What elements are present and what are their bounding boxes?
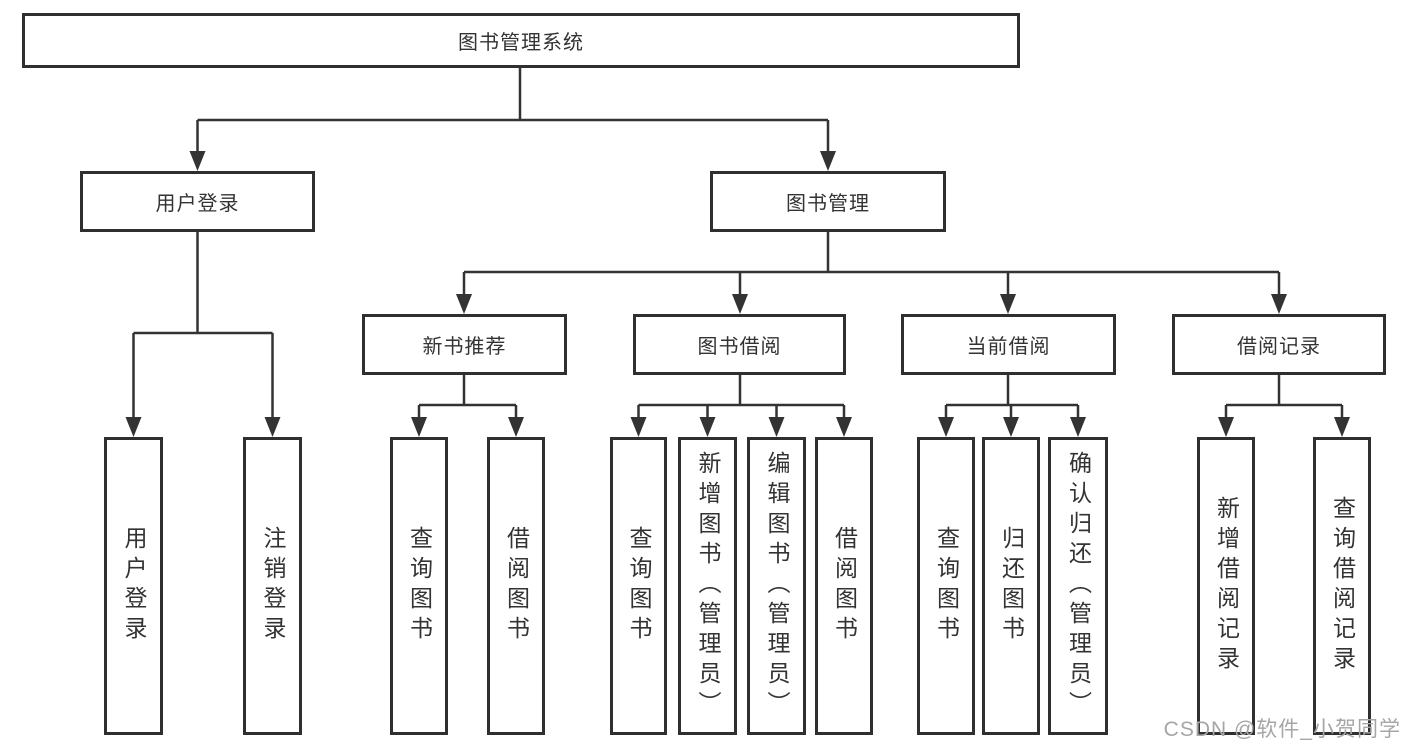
node-book-borrowing: 图书借阅 xyxy=(633,314,846,375)
connector-root xyxy=(196,68,830,155)
leaf-user-login: 用户登录 xyxy=(104,437,163,735)
arrow-icon xyxy=(1070,417,1086,437)
arrow-icon xyxy=(508,417,524,437)
leaf-query-books-3: 查询图书 xyxy=(917,437,975,735)
arrow-icon xyxy=(456,294,472,314)
leaf-return-book: 归还图书 xyxy=(982,437,1040,735)
arrow-icon xyxy=(125,417,142,437)
arrow-icon xyxy=(938,417,954,437)
connector-book-management xyxy=(462,232,1281,298)
connector-borrowing-records xyxy=(1224,375,1344,421)
arrow-icon xyxy=(1000,294,1016,314)
arrow-icon xyxy=(820,151,836,171)
leaf-query-books-1: 查询图书 xyxy=(390,437,448,735)
connector-user-login xyxy=(132,232,274,421)
arrow-icon xyxy=(1334,417,1350,437)
arrow-icon xyxy=(768,417,785,437)
leaf-add-borrow-record: 新增借阅记录 xyxy=(1197,437,1255,735)
leaf-borrow-books-1: 借阅图书 xyxy=(487,437,545,735)
watermark: CSDN @软件_小贺同学 xyxy=(1163,718,1401,741)
arrow-icon xyxy=(699,417,716,437)
node-user-login: 用户登录 xyxy=(80,171,315,232)
arrow-icon xyxy=(1271,294,1287,314)
arrow-icon xyxy=(1003,417,1019,437)
connector-book-borrowing xyxy=(637,375,846,421)
leaf-query-books-2: 查询图书 xyxy=(610,437,667,735)
connector-current-borrowing xyxy=(944,375,1080,421)
leaf-logout: 注销登录 xyxy=(243,437,302,735)
arrow-icon xyxy=(189,151,206,171)
connector-new-book xyxy=(417,375,518,421)
leaf-add-book-admin: 新增图书（管理员） xyxy=(678,437,737,735)
node-current-borrowing: 当前借阅 xyxy=(901,314,1116,375)
leaf-query-borrow-record: 查询借阅记录 xyxy=(1313,437,1371,735)
node-book-management: 图书管理 xyxy=(710,171,946,232)
node-borrowing-records: 借阅记录 xyxy=(1172,314,1386,375)
arrow-icon xyxy=(1218,417,1234,437)
arrow-icon xyxy=(264,417,281,437)
leaf-borrow-books-2: 借阅图书 xyxy=(815,437,873,735)
leaf-confirm-return-admin: 确认归还（管理员） xyxy=(1048,437,1108,735)
node-new-book-recommend: 新书推荐 xyxy=(362,314,567,375)
leaf-edit-book-admin: 编辑图书（管理员） xyxy=(747,437,806,735)
arrow-icon xyxy=(836,417,852,437)
arrow-icon xyxy=(732,294,748,314)
arrow-icon xyxy=(411,417,427,437)
node-root: 图书管理系统 xyxy=(22,13,1020,68)
arrow-icon xyxy=(630,417,647,437)
